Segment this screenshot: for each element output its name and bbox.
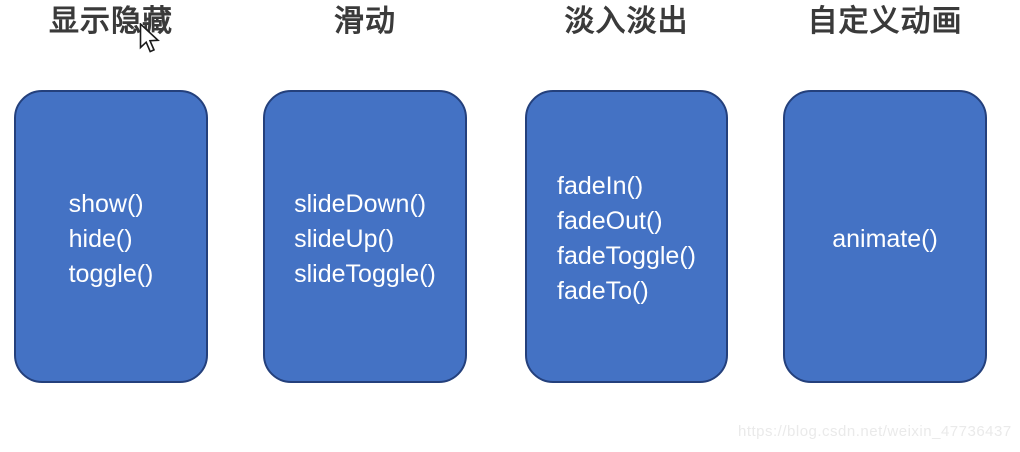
group-title: 自定义动画 bbox=[807, 5, 963, 38]
method-name: fadeIn() bbox=[557, 172, 644, 200]
group-title: 显示隐藏 bbox=[49, 5, 173, 38]
method-name: slideToggle() bbox=[294, 259, 436, 288]
method-list: slideDown() slideUp() slideToggle() bbox=[294, 182, 436, 292]
method-list: show() hide() toggle() bbox=[69, 182, 154, 292]
method-name: fadeToggle() bbox=[557, 242, 696, 270]
method-name: toggle() bbox=[68, 259, 154, 288]
method-card: show() hide() toggle() bbox=[14, 90, 208, 383]
method-card: animate() bbox=[783, 90, 987, 383]
method-name: hide() bbox=[68, 224, 133, 253]
method-card: slideDown() slideUp() slideToggle() bbox=[263, 90, 467, 383]
method-name: slideDown() bbox=[294, 189, 427, 218]
method-list: fadeIn() fadeOut() fadeToggle() fadeTo() bbox=[557, 164, 696, 309]
method-name: animate() bbox=[832, 224, 938, 253]
method-name: fadeOut() bbox=[557, 207, 663, 235]
animation-group-custom: 自定义动画 animate() bbox=[783, 0, 987, 452]
watermark-url: https://blog.csdn.net/weixin_47736437 bbox=[738, 423, 1012, 440]
method-list: animate() bbox=[832, 217, 938, 257]
method-name: slideUp() bbox=[294, 224, 395, 253]
animation-group-fade: 淡入淡出 fadeIn() fadeOut() fadeToggle() fad… bbox=[525, 0, 728, 452]
method-name: show() bbox=[68, 189, 144, 218]
group-title: 淡入淡出 bbox=[564, 5, 689, 38]
animation-group-slide: 滑动 slideDown() slideUp() slideToggle() bbox=[263, 0, 467, 452]
animation-group-show-hide: 显示隐藏 show() hide() toggle() bbox=[14, 0, 208, 452]
method-card: fadeIn() fadeOut() fadeToggle() fadeTo() bbox=[525, 90, 728, 383]
group-title: 滑动 bbox=[334, 5, 396, 38]
method-name: fadeTo() bbox=[557, 277, 649, 305]
